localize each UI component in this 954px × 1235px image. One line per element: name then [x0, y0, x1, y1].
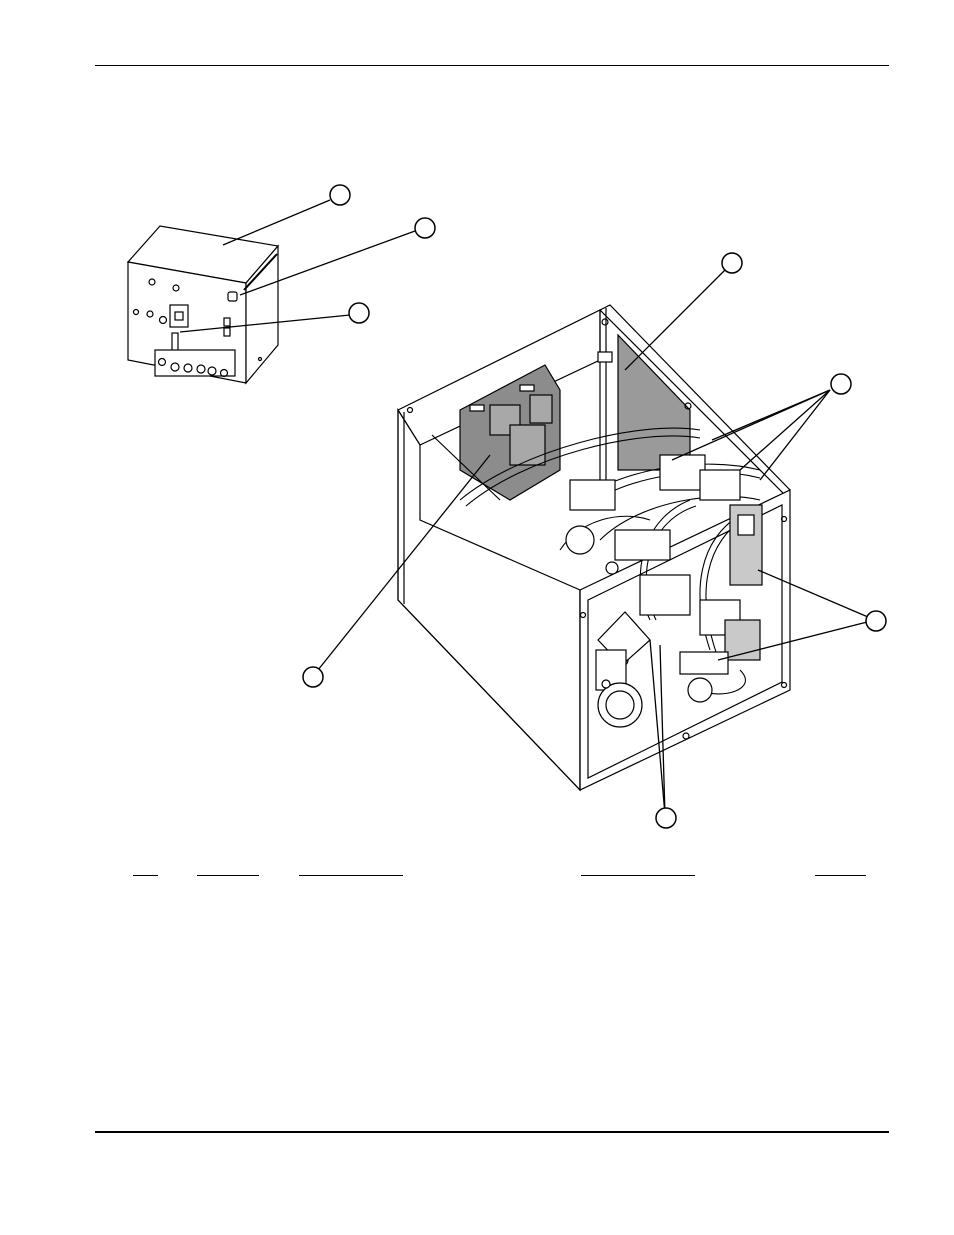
enclosure-cover-icon [126, 225, 280, 385]
table-header-item [133, 875, 158, 876]
callout-2 [414, 217, 436, 239]
callouts [302, 184, 887, 829]
solenoid-valve-icon [565, 454, 763, 703]
callout-6 [865, 610, 887, 632]
callout-8 [655, 807, 677, 829]
header-rule [95, 65, 889, 66]
table-header-description [299, 875, 403, 876]
callout-4 [721, 252, 743, 274]
callout-7 [302, 666, 324, 688]
table-header-note [815, 875, 866, 876]
callout-5 [830, 373, 852, 395]
callout-3 [348, 302, 370, 324]
footer-rule [95, 1131, 889, 1133]
leader-lines [179, 199, 876, 816]
table-header-part [197, 875, 259, 876]
callout-1 [329, 184, 351, 206]
table-header-description-2 [581, 875, 695, 876]
regulator-icon [595, 611, 651, 728]
